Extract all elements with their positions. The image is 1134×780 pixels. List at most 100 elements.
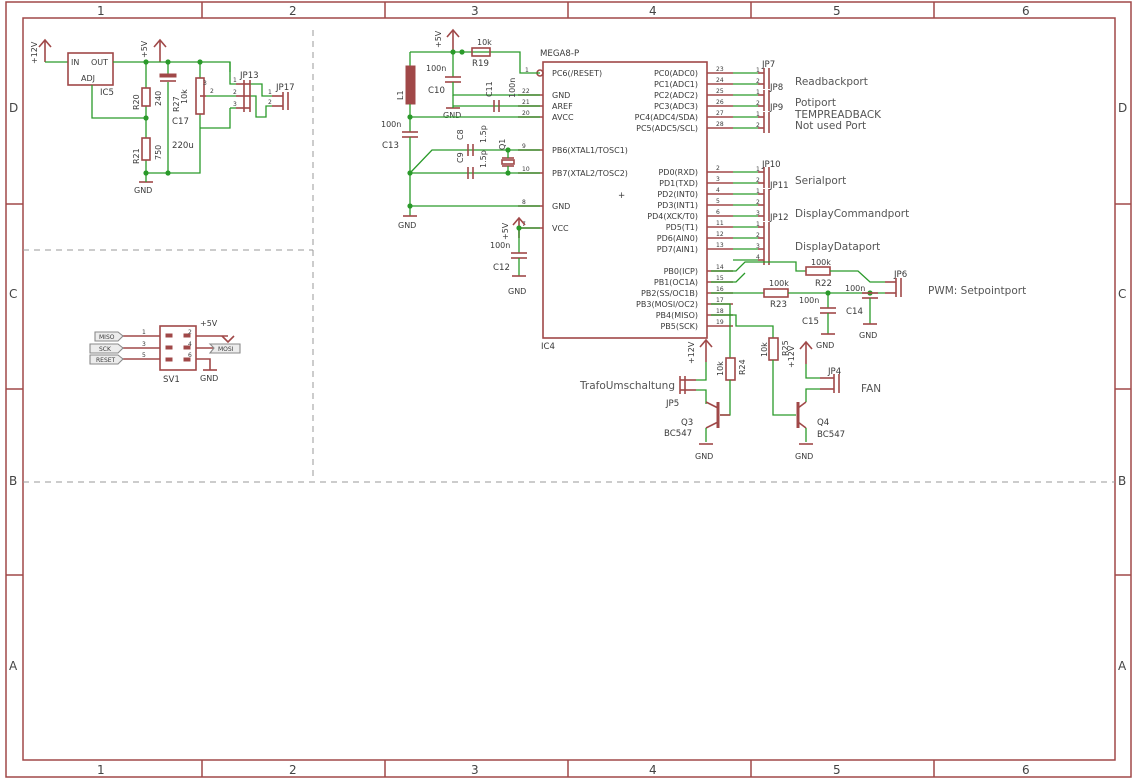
supply-12v-jp5: +12V	[687, 338, 713, 364]
q3-label: Q3	[681, 418, 693, 428]
ic4-pin-name: PB1(OC1A)	[654, 278, 698, 287]
row-label-right: B	[1118, 474, 1126, 488]
gnd-label: GND	[508, 287, 526, 296]
r24-resistor	[725, 357, 736, 381]
svg-text:+: +	[618, 191, 625, 201]
jp4-jumper[interactable]	[820, 374, 840, 393]
row-label-left: C	[9, 287, 17, 301]
jp13-jumper[interactable]	[236, 80, 251, 112]
ic4-pin-name: PC5(ADC5/SCL)	[636, 124, 698, 133]
jp5-jumper[interactable]	[679, 376, 696, 394]
fan-label: FAN	[861, 383, 881, 395]
ic4-pin-number: 23	[716, 66, 724, 73]
ic4-pin-number: 3	[716, 176, 720, 183]
r20-value: 240	[154, 91, 163, 106]
ic4-pin-name: PD5(T1)	[666, 223, 698, 232]
jp8-jumper[interactable]: 12	[733, 89, 770, 111]
r21-resistor	[141, 137, 151, 161]
ic4-part: MEGA8-P	[540, 49, 579, 59]
c14-value: 100n	[845, 284, 865, 293]
display-dataport-label: DisplayDataport	[795, 241, 880, 253]
jp10-jumper[interactable]: 12	[733, 166, 770, 188]
ic5-pin-out: OUT	[91, 58, 108, 67]
r27-pin3: 3	[203, 80, 207, 87]
jp6-jumper[interactable]	[885, 278, 902, 297]
ic5-label: IC5	[100, 88, 114, 98]
supply-5v-vcc: +5V	[501, 216, 526, 240]
ic4-pin-number: 25	[716, 88, 724, 95]
ic4-pin-name: GND	[552, 91, 570, 100]
tempreadback-label: TEMPREADBACK	[794, 109, 882, 121]
ic4-pin-number: 6	[716, 209, 720, 216]
jp13-label: JP13	[239, 71, 259, 81]
ic4-pin-number: 22	[522, 88, 530, 95]
header-pin-number: 1	[756, 221, 760, 228]
r22-value: 100k	[811, 258, 831, 267]
ic5-body	[67, 52, 114, 86]
ic4-right-pins: 23PC0(ADC0)24PC1(ADC1)25PC2(ADC2)26PC3(A…	[635, 66, 733, 331]
r27-label: R27	[172, 96, 181, 112]
jp9-jumper[interactable]: 12	[733, 111, 770, 133]
pwm-filter-section: 100k R22 100k R23 100n C15 GND 100n C14 …	[711, 258, 1026, 350]
c11-value: 100n	[508, 78, 517, 98]
svg-text:+12V: +12V	[787, 345, 796, 368]
r19-label: R19	[472, 59, 489, 69]
r23-resistor	[763, 288, 789, 298]
header-pin-number: 1	[756, 89, 760, 96]
c12-value: 100n	[490, 241, 510, 250]
ic4-pin-name: PB0(ICP)	[664, 267, 698, 276]
r27-value: 10k	[180, 89, 189, 104]
c9-label: C9	[456, 152, 465, 163]
ic4-pin-name: AREF	[552, 102, 573, 111]
c13-value: 100n	[381, 120, 401, 129]
r19-value: 10k	[477, 38, 492, 47]
r25-label: R25	[781, 340, 790, 356]
ic4-pin-name: PD1(TXD)	[659, 179, 698, 188]
c15-value: 100n	[799, 296, 819, 305]
ic4-pin-number: 11	[716, 220, 724, 227]
display-commandport-label: DisplayCommandport	[795, 208, 909, 220]
supply-5v-mcu: +5V	[434, 28, 460, 52]
ic4-pin-number: 2	[716, 165, 720, 172]
ic4-pin-number: 9	[522, 143, 526, 150]
jp13-pin1: 1	[233, 77, 237, 84]
header-pin-number: 2	[756, 199, 760, 206]
q1-crystal	[501, 157, 515, 167]
jp7-jumper[interactable]: 12	[733, 67, 770, 89]
jp17-jumper[interactable]	[272, 92, 289, 110]
r22-resistor	[805, 266, 831, 276]
sv1-pin: 1	[142, 329, 146, 336]
ic4-pin-name: PB2(SS/OC1B)	[641, 289, 698, 298]
ic4-pin-number: 28	[716, 121, 724, 128]
jp17-pin2: 2	[268, 99, 272, 106]
col-label-top: 3	[471, 4, 479, 18]
r20-label: R20	[132, 94, 141, 110]
col-label-bottom: 1	[97, 763, 105, 777]
supply-label: +5V	[200, 319, 218, 328]
ic4-pin-name: VCC	[552, 224, 569, 233]
jp12-label: JP12	[769, 213, 789, 223]
gnd-label: GND	[443, 111, 461, 120]
r21-label: R21	[132, 148, 141, 164]
sck-label: SCK	[99, 346, 112, 353]
jp11-jumper[interactable]: 123	[733, 188, 770, 221]
q4-label: Q4	[817, 418, 829, 428]
jp17-pin1: 1	[268, 89, 272, 96]
isp-connector-section: 1 3 5 2 4 6 MISO SCK RESET MOSI +5V SV1 …	[89, 319, 241, 385]
jp11-label: JP11	[769, 181, 789, 191]
jp4-label: JP4	[827, 367, 841, 377]
supply-12v-jp4: +12V	[787, 340, 813, 368]
c14-label: C14	[846, 307, 863, 317]
header-pin-number: 2	[756, 232, 760, 239]
supply-12v-symbol: +12V	[30, 38, 52, 64]
ic4-pin-name: PB7(XTAL2/TOSC2)	[552, 169, 628, 178]
jp5-label: JP5	[665, 399, 679, 409]
col-label-bottom: 3	[471, 763, 479, 777]
jp13-pin3: 3	[233, 101, 237, 108]
gnd-label: GND	[795, 452, 813, 461]
ic4-pin-number: 8	[522, 199, 526, 206]
jp10-label: JP10	[761, 160, 781, 170]
row-label-left: B	[9, 474, 17, 488]
